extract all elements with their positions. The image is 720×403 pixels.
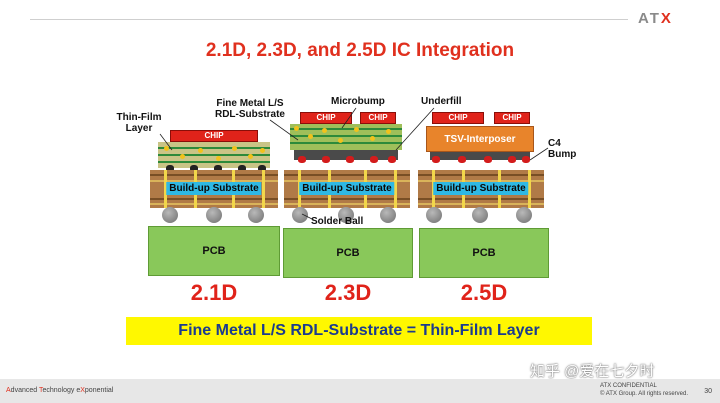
summary-banner: Fine Metal L/S RDL-Substrate = Thin-Film…: [126, 317, 592, 345]
chip-2-5d-left: CHIP: [432, 112, 484, 124]
variant-label-2-1d: 2.1D: [190, 280, 238, 305]
solder-ball: [162, 207, 178, 223]
footer-confidential: ATX CONFIDENTIAL: [599, 383, 657, 389]
tagline-a: A: [6, 387, 11, 394]
substrate-label: Build-up Substrate: [166, 182, 262, 195]
footer-bar: [0, 379, 720, 403]
logo-accent: X: [660, 10, 673, 27]
solder-ball: [380, 207, 396, 223]
c4-bump: [258, 165, 266, 172]
callout-fine-metal: Fine Metal L/S RDL-Substrate: [214, 98, 285, 120]
fine-metal-rdl-substrate: [290, 124, 402, 150]
chip-2-3d-left: CHIP: [300, 112, 352, 124]
c4-bump: [370, 156, 378, 163]
page-number: 30: [704, 388, 712, 395]
tagline-technology: echnology e: [42, 387, 81, 394]
callout-underfill: Underfill: [421, 96, 462, 107]
build-up-substrate-2-3d: Build-up Substrate: [284, 170, 410, 208]
footer-tagline: Advanced Technology eXponential: [6, 387, 113, 394]
substrate-label: Build-up Substrate: [299, 182, 395, 195]
c4-bump: [298, 156, 306, 163]
build-up-substrate-2-1d: Build-up Substrate: [150, 170, 278, 208]
footer-rights: © ATX Group. All rights reserved.: [599, 391, 688, 397]
solder-ball: [472, 207, 488, 223]
c4-bump: [214, 165, 222, 172]
c4-bump: [166, 165, 174, 172]
footer-legal: ATX CONFIDENTIAL © ATX Group. All rights…: [600, 382, 688, 398]
tagline-exponential: ponential: [84, 387, 114, 394]
tagline-t: T: [38, 387, 43, 394]
page-title: 2.1D, 2.3D, and 2.5D IC Integration: [205, 40, 515, 61]
pcb-2-1d: PCB: [148, 226, 280, 276]
build-up-substrate-2-5d: Build-up Substrate: [418, 170, 544, 208]
callout-thin-film: Thin-Film Layer: [116, 112, 162, 134]
tagline-x: X: [80, 387, 85, 394]
c4-bump: [508, 156, 516, 163]
c4-bump: [432, 156, 440, 163]
chip-2-1d: CHIP: [170, 130, 258, 142]
variant-label-2-5d: 2.5D: [460, 280, 508, 305]
pcb-2-3d: PCB: [283, 228, 413, 278]
solder-ball: [292, 207, 308, 223]
c4-bump: [388, 156, 396, 163]
thin-film-layer: [158, 142, 270, 168]
c4-bump: [238, 165, 246, 172]
tsv-interposer: TSV-Interposer: [426, 126, 534, 152]
atx-logo: ATX: [638, 10, 673, 27]
watermark: 知乎 @爱在七夕时: [530, 363, 655, 380]
chip-2-3d-right: CHIP: [360, 112, 396, 124]
solder-ball: [516, 207, 532, 223]
solder-ball: [248, 207, 264, 223]
c4-bump: [458, 156, 466, 163]
solder-ball: [338, 207, 354, 223]
chip-2-5d-right: CHIP: [494, 112, 530, 124]
c4-bump: [522, 156, 530, 163]
callout-solder-ball: Solder Ball: [311, 216, 364, 227]
tagline-advanced: dvanced: [10, 387, 39, 394]
pcb-2-5d: PCB: [419, 228, 549, 278]
solder-ball: [426, 207, 442, 223]
c4-bump: [322, 156, 330, 163]
c4-bump: [190, 165, 198, 172]
solder-ball: [206, 207, 222, 223]
c4-bump: [346, 156, 354, 163]
logo-main: AT: [638, 10, 661, 27]
callout-c4-bump: C4 Bump: [548, 138, 577, 160]
underfill: [430, 152, 530, 160]
substrate-label: Build-up Substrate: [433, 182, 529, 195]
callout-microbump: Microbump: [331, 96, 385, 107]
underfill: [294, 150, 398, 160]
c4-bump: [484, 156, 492, 163]
top-rule: [30, 19, 628, 20]
variant-label-2-3d: 2.3D: [324, 280, 372, 305]
